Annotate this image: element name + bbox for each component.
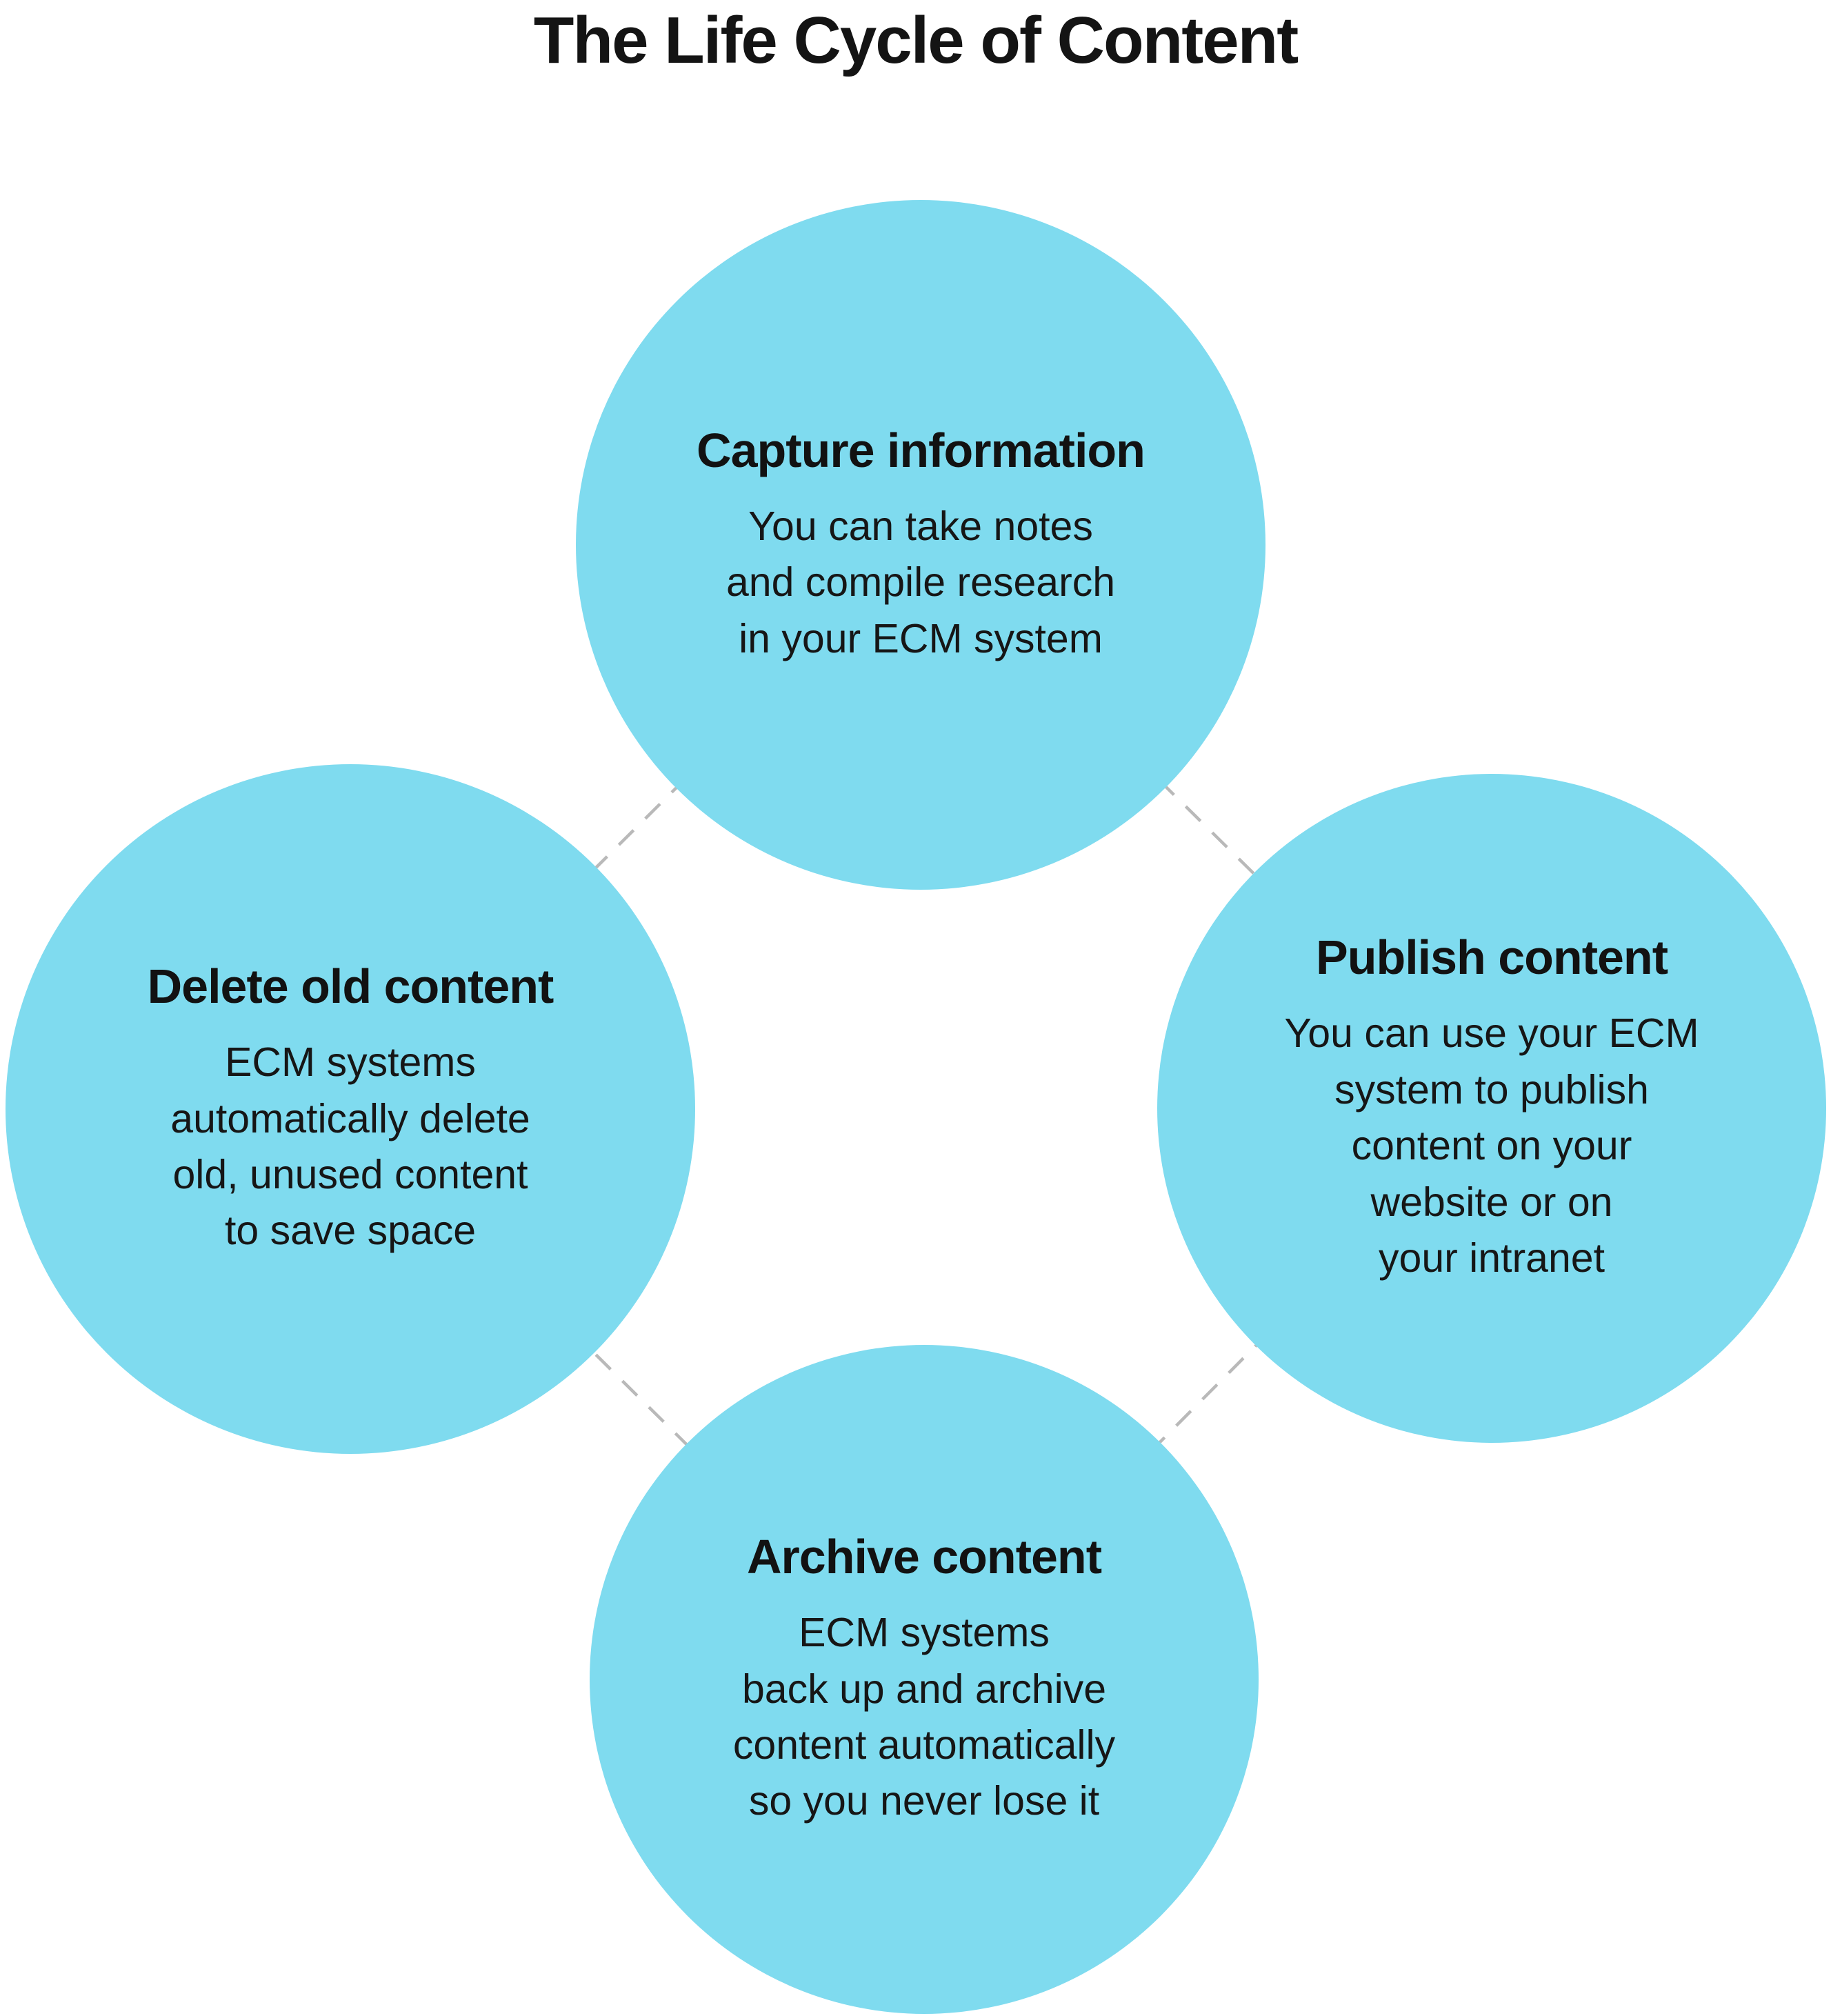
node-delete-body: ECM systems automatically delete old, un… [170, 1039, 530, 1254]
node-archive-body: ECM systems back up and archive content … [732, 1610, 1116, 1824]
node-capture-body: You can take notes and compile research … [726, 503, 1116, 661]
node-publish-body: You can use your ECM system to publish c… [1284, 1010, 1699, 1281]
node-archive-content: Archive content ECM systems back up and … [590, 1345, 1259, 2014]
node-publish-content: Publish content You can use your ECM sys… [1157, 774, 1826, 1443]
node-archive-heading: Archive content [747, 1530, 1102, 1584]
node-delete-heading: Delete old content [147, 959, 554, 1014]
diagram-title: The Life Cycle of Content [533, 3, 1299, 77]
node-delete-old-content: Delete old content ECM systems automatic… [6, 764, 695, 1454]
node-publish-heading: Publish content [1316, 930, 1668, 985]
node-capture-information: Capture information You can take notes a… [576, 200, 1265, 890]
node-capture-heading: Capture information [697, 423, 1145, 477]
